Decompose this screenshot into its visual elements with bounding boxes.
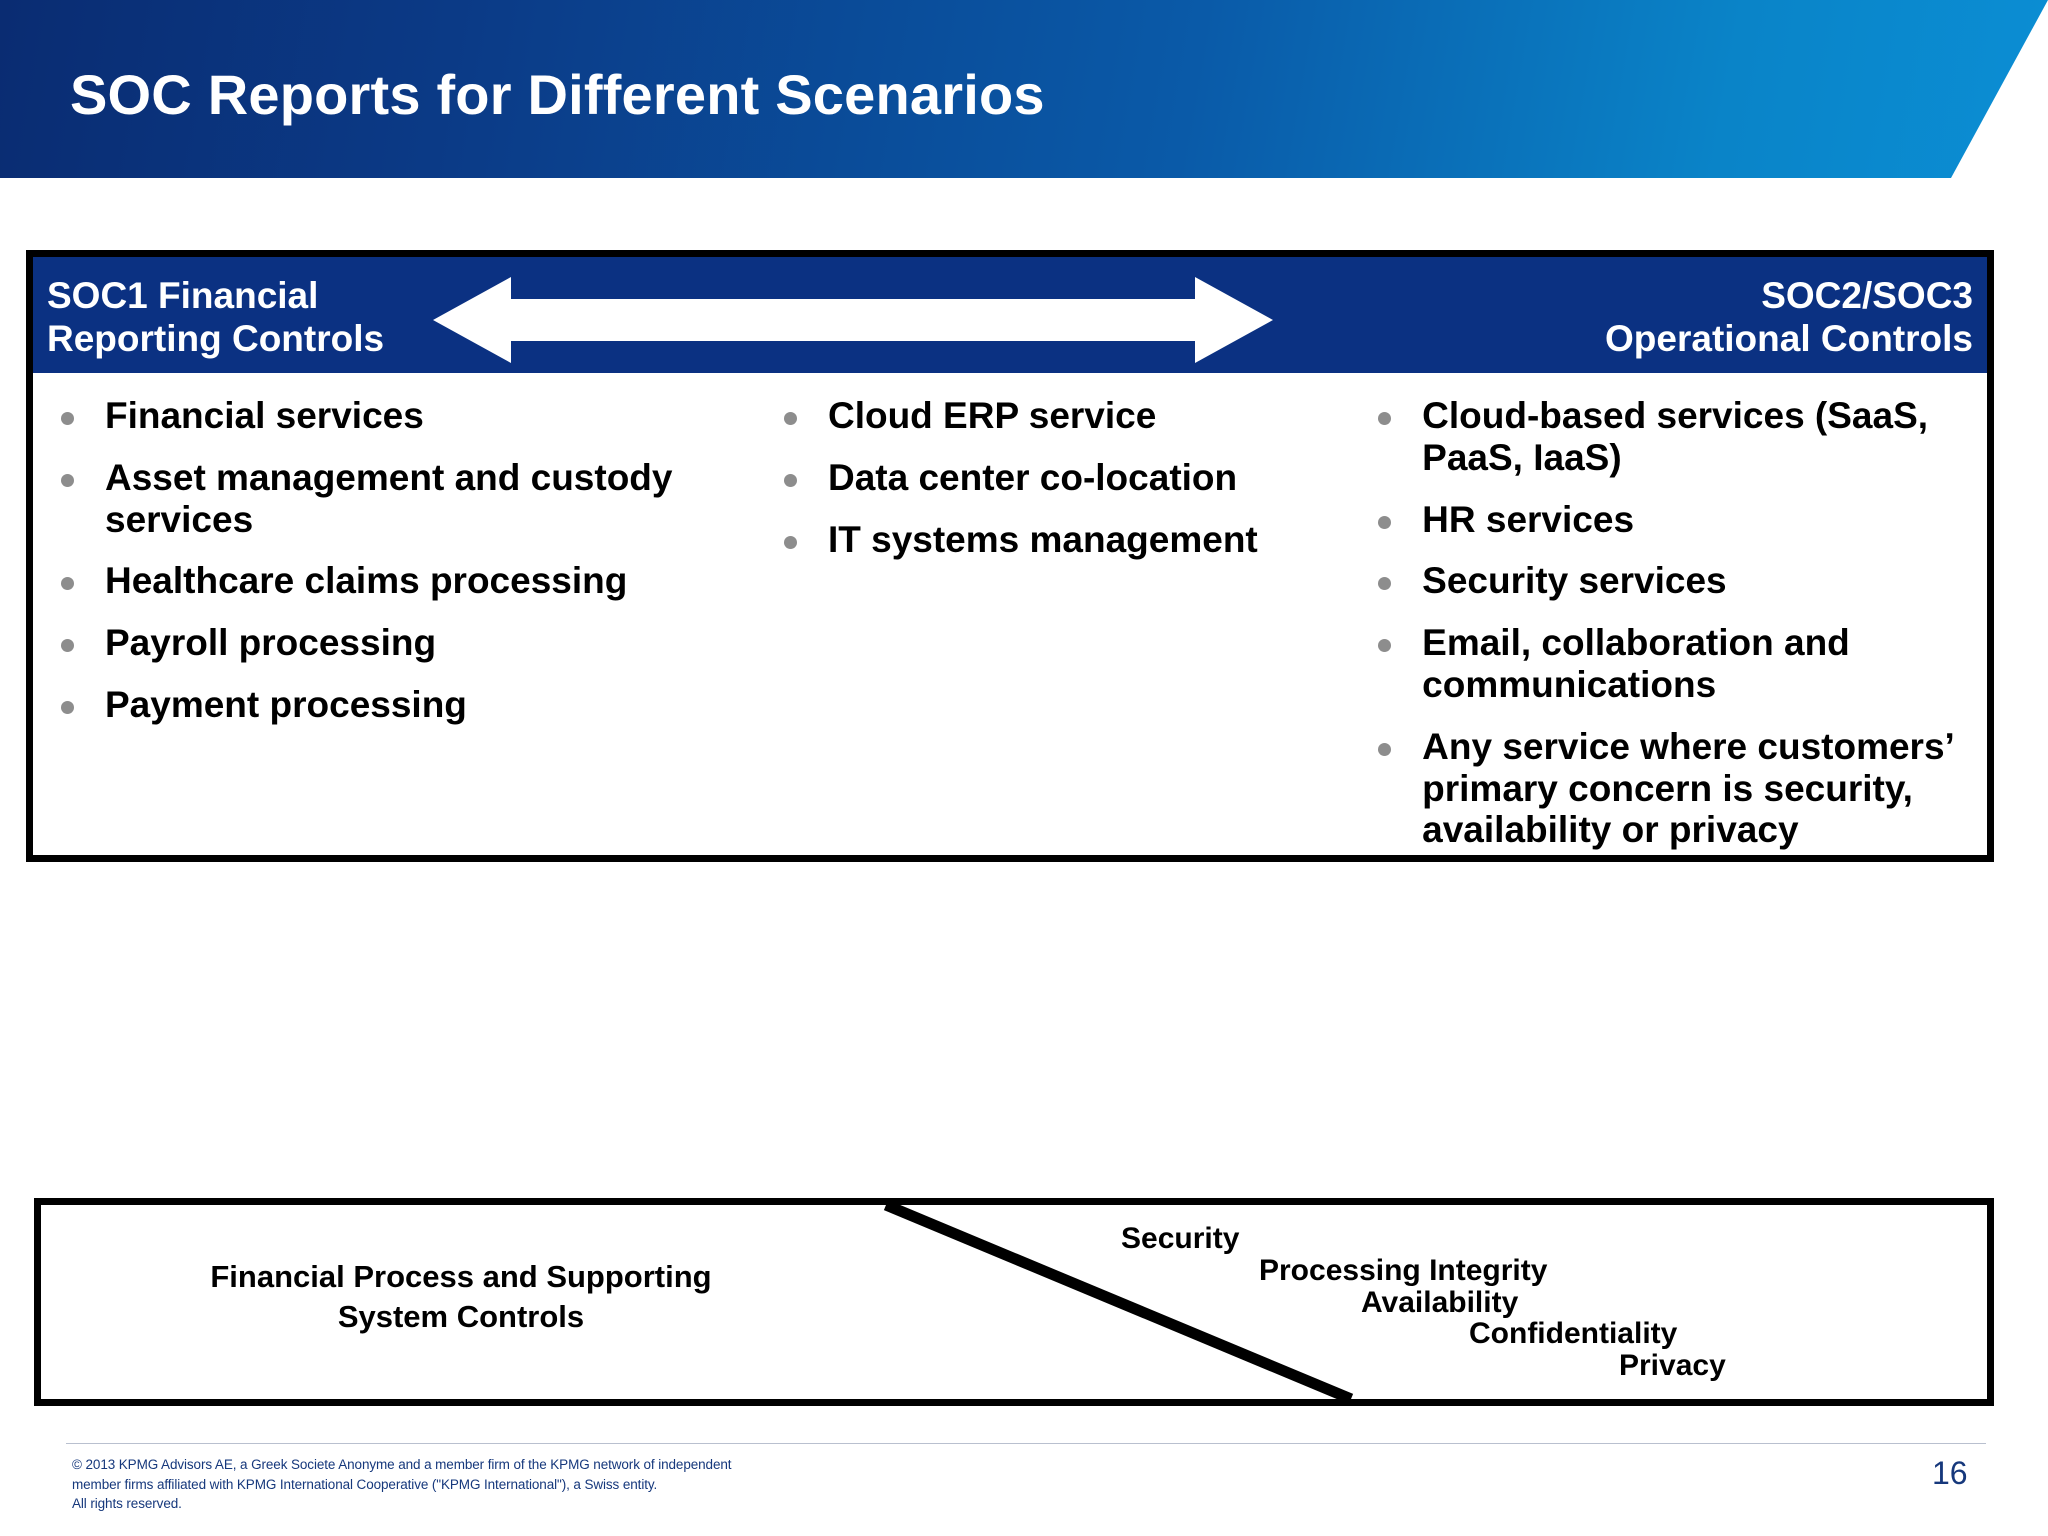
list-item: Cloud ERP service bbox=[766, 395, 1332, 437]
tsc-processing-integrity: Processing Integrity bbox=[1259, 1253, 1548, 1287]
list-item: HR services bbox=[1360, 499, 1977, 541]
spectrum-header-band: SOC1 Financial Reporting Controls SOC2/S… bbox=[33, 257, 1987, 373]
page-title: SOC Reports for Different Scenarios bbox=[70, 63, 1045, 126]
bullet-dot-icon bbox=[61, 473, 74, 487]
middle-example-list: Cloud ERP service Data center co-locatio… bbox=[766, 395, 1332, 560]
list-item-label: IT systems management bbox=[827, 518, 1258, 560]
bullet-dot-icon bbox=[1378, 412, 1392, 425]
list-item: Payroll processing bbox=[43, 622, 746, 664]
list-item-label: Payment processing bbox=[105, 683, 467, 725]
list-item-label: Data center co-location bbox=[827, 456, 1238, 498]
column-middle-examples: Cloud ERP service Data center co-locatio… bbox=[756, 373, 1342, 862]
soc1-heading-line1: SOC1 Financial bbox=[47, 275, 319, 316]
list-item: Healthcare claims processing bbox=[43, 560, 746, 602]
diagonal-divider-line bbox=[883, 1205, 1354, 1399]
bullet-dot-icon bbox=[61, 577, 74, 591]
soc-spectrum-box: SOC1 Financial Reporting Controls SOC2/S… bbox=[26, 250, 1994, 862]
bullet-dot-icon bbox=[1378, 515, 1392, 529]
tsc-security: Security bbox=[1121, 1222, 1240, 1255]
copyright-notice: © 2013 KPMG Advisors AE, a Greek Societe… bbox=[72, 1457, 732, 1512]
list-item: Cloud-based services (SaaS, PaaS, IaaS) bbox=[1360, 395, 1977, 479]
bullet-dot-icon bbox=[1378, 577, 1392, 591]
soc1-example-list: Financial services Asset management and … bbox=[43, 395, 746, 726]
list-item: Data center co-location bbox=[766, 457, 1332, 499]
footer-divider bbox=[66, 1443, 1986, 1444]
list-item-label: Healthcare claims processing bbox=[105, 560, 628, 602]
list-item: Asset management and custody services bbox=[43, 457, 746, 541]
bullet-dot-icon bbox=[783, 412, 797, 425]
tsc-availability: Availability bbox=[1361, 1285, 1519, 1319]
double-arrow-icon bbox=[433, 277, 1273, 363]
financial-controls-line2: System Controls bbox=[337, 1298, 585, 1334]
bullet-dot-icon bbox=[61, 700, 74, 714]
list-item-label: Security services bbox=[1422, 560, 1727, 602]
bullet-dot-icon bbox=[1378, 742, 1392, 756]
scenario-columns: Financial services Asset management and … bbox=[33, 373, 1987, 862]
controls-scope-box: Financial Process and Supporting System … bbox=[34, 1198, 1994, 1406]
tsc-confidentiality: Confidentiality bbox=[1469, 1317, 1678, 1351]
list-item-label: Asset management and custody services bbox=[105, 456, 673, 540]
bullet-dot-icon bbox=[783, 535, 797, 549]
list-item: Payment processing bbox=[43, 684, 746, 726]
soc2soc3-heading-line2: Operational Controls bbox=[1605, 317, 1973, 359]
soc2soc3-heading: SOC2/SOC3 Operational Controls bbox=[1605, 275, 1973, 360]
page-number: 16 bbox=[1932, 1455, 1968, 1491]
list-item: IT systems management bbox=[766, 519, 1332, 561]
tsc-privacy: Privacy bbox=[1619, 1349, 1726, 1383]
list-item: Financial services bbox=[43, 395, 746, 437]
title-banner bbox=[0, 0, 2048, 178]
list-item: Security services bbox=[1360, 560, 1977, 602]
trust-services-criteria-list: Security Processing Integrity Availabili… bbox=[1121, 1223, 1941, 1382]
financial-controls-line1: Financial Process and Supporting bbox=[210, 1259, 712, 1294]
list-item-label: HR services bbox=[1422, 498, 1635, 540]
list-item-label: Cloud-based services (SaaS, PaaS, IaaS) bbox=[1422, 395, 1929, 478]
list-item-label: Payroll processing bbox=[105, 622, 437, 664]
list-item: Any service where customers’ primary con… bbox=[1360, 726, 1977, 851]
soc1-heading: SOC1 Financial Reporting Controls bbox=[47, 275, 384, 360]
list-item-label: Email, collaboration and communications bbox=[1422, 622, 1850, 705]
bullet-dot-icon bbox=[61, 639, 74, 653]
bullet-dot-icon bbox=[783, 473, 797, 487]
column-soc2soc3-examples: Cloud-based services (SaaS, PaaS, IaaS) … bbox=[1342, 373, 1987, 862]
list-item-label: Any service where customers’ primary con… bbox=[1422, 725, 1953, 851]
financial-controls-label: Financial Process and Supporting System … bbox=[161, 1257, 761, 1336]
bullet-dot-icon bbox=[1378, 639, 1392, 653]
soc2soc3-example-list: Cloud-based services (SaaS, PaaS, IaaS) … bbox=[1360, 395, 1977, 851]
bullet-dot-icon bbox=[61, 412, 74, 425]
soc2soc3-heading-line1: SOC2/SOC3 bbox=[1761, 275, 1973, 316]
list-item-label: Cloud ERP service bbox=[827, 395, 1157, 436]
column-soc1-examples: Financial services Asset management and … bbox=[33, 373, 756, 862]
soc1-heading-line2: Reporting Controls bbox=[47, 317, 385, 359]
list-item: Email, collaboration and communications bbox=[1360, 622, 1977, 706]
list-item-label: Financial services bbox=[105, 395, 424, 436]
